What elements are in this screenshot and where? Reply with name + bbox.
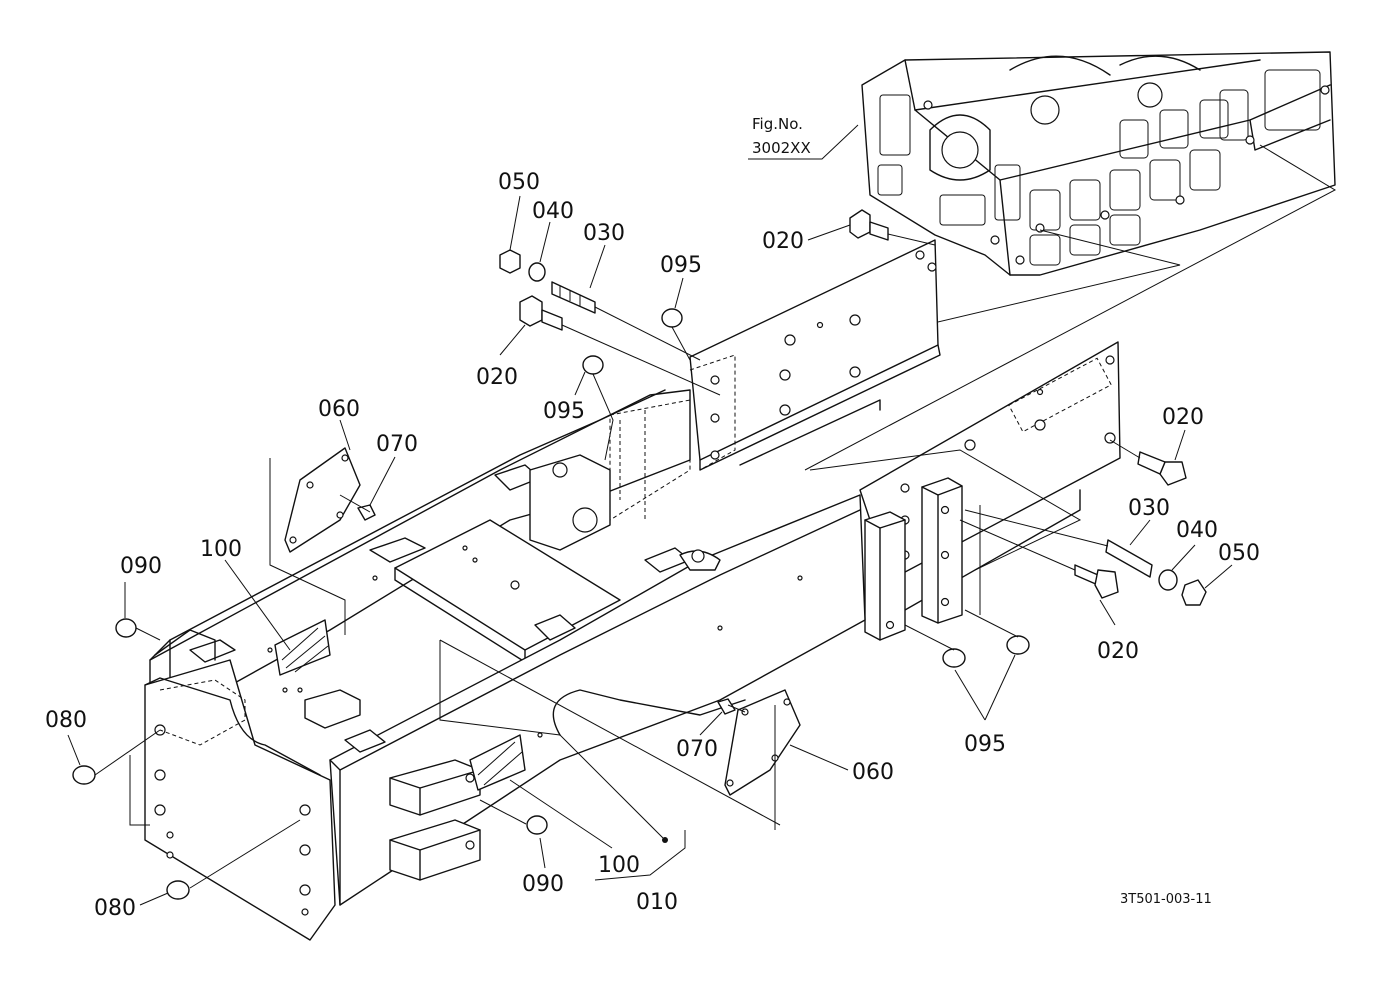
callout-020-lower-right: 020 xyxy=(1097,639,1139,664)
figure-number-label: Fig.No. xyxy=(752,115,803,133)
callout-010-assembly: 010 xyxy=(636,890,678,915)
callout-100-lower: 100 xyxy=(598,853,640,878)
callout-040-right: 040 xyxy=(1176,518,1218,543)
fasteners xyxy=(72,209,1207,900)
callout-060-upper: 060 xyxy=(318,397,360,422)
callout-030-upper: 030 xyxy=(583,221,625,246)
upper-mounting-plate xyxy=(689,239,941,471)
callout-leaders xyxy=(67,195,1233,906)
callout-020-left: 020 xyxy=(476,365,518,390)
drawing-code: 3T501-003-11 xyxy=(1120,892,1212,907)
figure-reference: Fig.No. 3002XX xyxy=(748,115,859,160)
callout-070-lower: 070 xyxy=(676,737,718,762)
callout-050-right: 050 xyxy=(1218,541,1260,566)
front-frame xyxy=(144,354,866,941)
callout-095-left: 095 xyxy=(543,399,585,424)
callout-095-upper: 095 xyxy=(660,253,702,278)
side-cover-lower xyxy=(724,689,801,830)
callout-090-lower: 090 xyxy=(522,872,564,897)
callout-020-right: 020 xyxy=(1162,405,1204,430)
callout-090-left: 090 xyxy=(120,554,162,579)
callout-labels: 050 040 030 020 095 020 095 060 070 100 … xyxy=(45,170,1260,921)
callout-040-upper: 040 xyxy=(532,199,574,224)
side-cover-upper xyxy=(269,447,361,635)
callout-050-upper: 050 xyxy=(498,170,540,195)
callout-030-right: 030 xyxy=(1128,496,1170,521)
callout-080-upper: 080 xyxy=(45,708,87,733)
callout-070-upper: 070 xyxy=(376,432,418,457)
figure-number-value: 3002XX xyxy=(752,139,811,157)
callout-060-lower: 060 xyxy=(852,760,894,785)
callout-100-upper: 100 xyxy=(200,537,242,562)
engine-block xyxy=(804,51,1337,471)
callout-020-top: 020 xyxy=(762,229,804,254)
callout-080-lower: 080 xyxy=(94,896,136,921)
lower-mounting-plate xyxy=(809,341,1121,641)
callout-095-right: 095 xyxy=(964,732,1006,757)
